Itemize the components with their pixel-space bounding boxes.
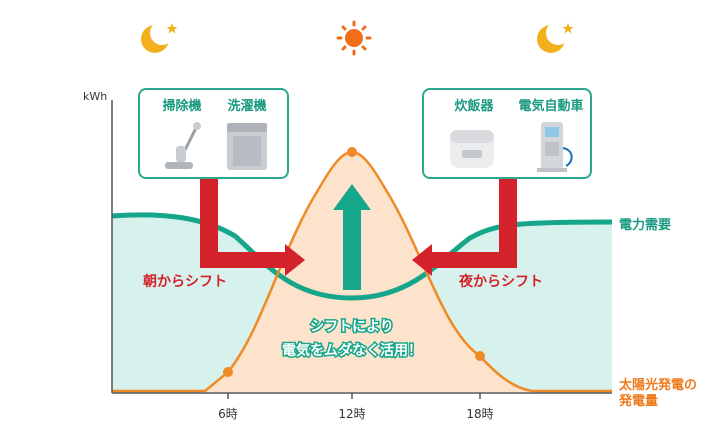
- crescent-moon-icon: [537, 21, 574, 53]
- evening-shift-arrow: [412, 178, 517, 276]
- morning-shift-arrow: [200, 178, 305, 276]
- appliance-label-rice-cooker: 炊飯器: [454, 98, 494, 114]
- appliance-label-washer: 洗濯機: [227, 98, 266, 114]
- shift-morning-label: 朝からシフト: [143, 273, 227, 290]
- washing-machine-icon: [227, 123, 267, 170]
- vacuum-cleaner-icon: [165, 122, 201, 169]
- ev-charger-icon: [537, 122, 573, 172]
- up-arrow: [333, 184, 371, 290]
- tick-label-18: 18時: [466, 407, 493, 421]
- solar-area: [205, 152, 532, 392]
- tick-label-12: 12時: [338, 407, 365, 421]
- center-message-line2: 電気をムダなく活用！: [282, 342, 422, 359]
- appliance-label-vacuum: 掃除機: [162, 98, 201, 114]
- y-axis-unit: kWh: [83, 90, 107, 103]
- solar-label-line2: 発電量: [618, 393, 658, 409]
- appliance-label-ev: 電気自動車: [518, 98, 583, 114]
- morning-appliance-box: 掃除機 洗濯機: [138, 88, 289, 179]
- solar-point-noon: [347, 147, 357, 157]
- solar-label-line1: 太陽光発電の: [618, 377, 697, 393]
- demand-label: 電力需要: [619, 217, 671, 233]
- tick-label-6: 6時: [218, 407, 238, 421]
- center-message-line1: シフトにより: [310, 319, 394, 335]
- shift-evening-label: 夜からシフト: [458, 273, 543, 290]
- sun-icon: [336, 20, 372, 56]
- evening-appliance-box: 炊飯器 電気自動車: [422, 88, 592, 179]
- solar-point-6pm: [475, 351, 485, 361]
- rice-cooker-icon: [450, 130, 494, 168]
- crescent-moon-icon: [141, 21, 178, 53]
- solar-point-6am: [223, 367, 233, 377]
